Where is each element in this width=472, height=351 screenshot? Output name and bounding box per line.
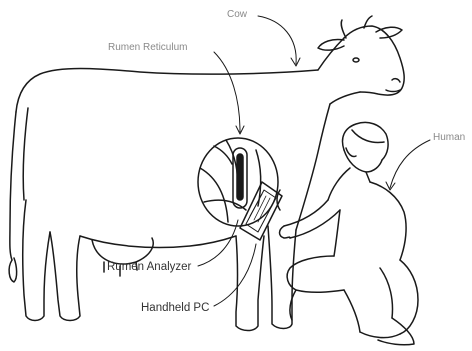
leader-rumen-analyzer [198,220,238,266]
handheld-pc-label: Handheld PC [141,303,209,315]
rumen-analyzer-label: Rumen Analyzer [107,262,191,274]
human-label: Human [433,133,465,143]
cow-label: Cow [227,10,247,20]
leader-rumen-reticulum [214,52,240,132]
rumen-reticulum-label: Rumen Reticulum [108,43,187,53]
human-drawing [277,122,418,344]
arrowhead-cow [291,58,300,66]
rumen-analyzer-drawing [233,148,247,208]
leader-cow [258,16,296,64]
leader-human [390,140,430,188]
